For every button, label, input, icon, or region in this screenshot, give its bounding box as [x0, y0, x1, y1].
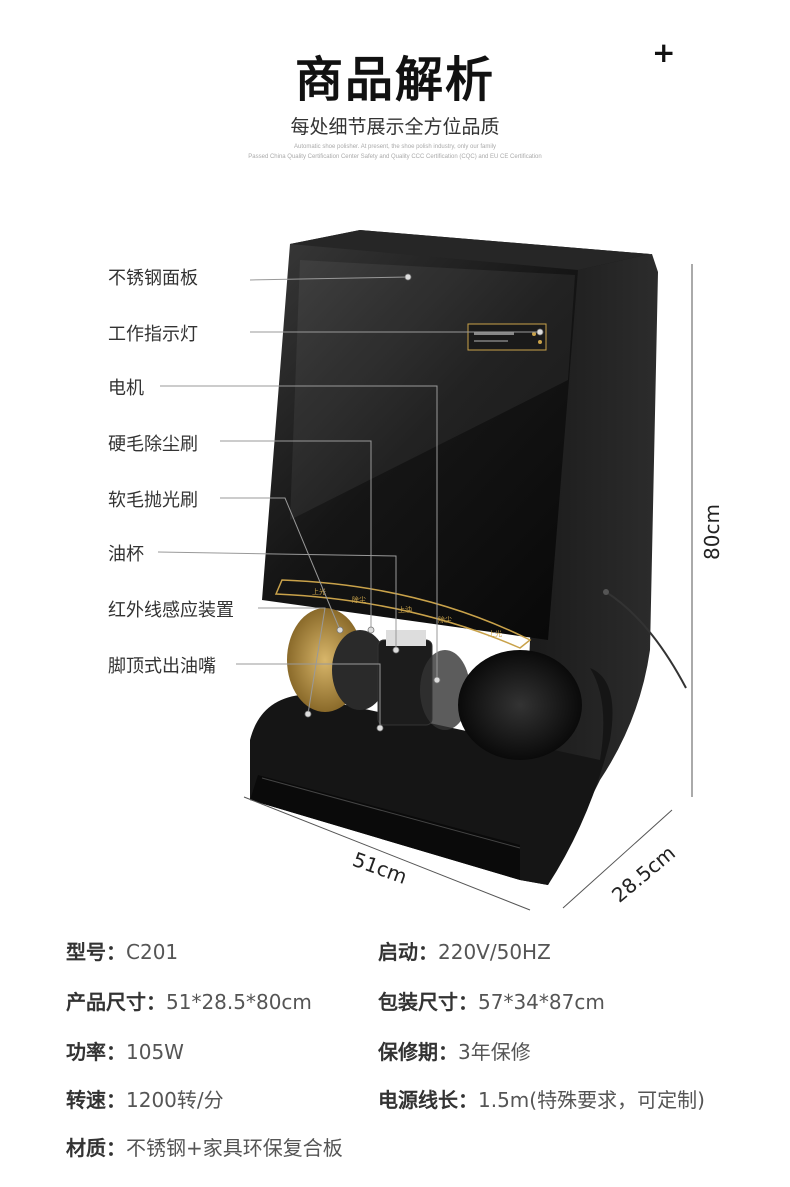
svg-text:除尘: 除尘	[352, 595, 366, 604]
control-strip	[274, 579, 532, 649]
polish-brush-black	[458, 650, 582, 760]
spec-product-size: 产品尺寸：51*28.5*80cm	[66, 990, 312, 1014]
spec-package-size: 包装尺寸：57*34*87cm	[378, 990, 605, 1014]
english-note-line-1: Automatic shoe polisher. At present, the…	[294, 144, 496, 150]
callout-stainless-panel: 不锈钢面板	[108, 268, 198, 289]
base-tray	[250, 668, 613, 885]
svg-text:上油: 上油	[398, 605, 412, 614]
indicator-panel	[467, 323, 547, 351]
spec-cord-length: 电源线长：1.5m(特殊要求，可定制)	[378, 1088, 705, 1112]
spec-start: 启动：220V/50HZ	[378, 940, 551, 964]
plus-icon[interactable]: +	[652, 36, 676, 69]
svg-text:除尘: 除尘	[438, 615, 452, 624]
svg-text:上光: 上光	[488, 629, 502, 638]
callout-hard-brush: 硬毛除尘刷	[108, 434, 198, 455]
spec-material: 材质：不锈钢+家具环保复合板	[66, 1136, 343, 1160]
english-note-line-2: Passed China Quality Certification Cente…	[248, 154, 542, 160]
callout-oil-nozzle: 脚顶式出油嘴	[108, 656, 216, 677]
svg-text:上光: 上光	[312, 587, 326, 596]
callout-indicator-light: 工作指示灯	[108, 324, 198, 345]
power-cord	[605, 591, 687, 689]
spec-speed: 转速：1200转/分	[66, 1088, 224, 1112]
callout-motor: 电机	[108, 378, 144, 399]
callout-soft-brush: 软毛抛光刷	[108, 490, 198, 511]
spec-warranty: 保修期：3年保修	[378, 1040, 531, 1064]
page-subtitle: 每处细节展示全方位品质	[290, 116, 500, 138]
callout-infrared-sensor: 红外线感应装置	[108, 600, 234, 621]
spec-model: 型号：C201	[66, 940, 179, 964]
dimension-height: 80cm	[700, 504, 724, 560]
callout-oil-cup: 油杯	[108, 544, 144, 565]
spec-power: 功率：105W	[66, 1040, 184, 1064]
page-title: 商品解析	[294, 52, 495, 108]
